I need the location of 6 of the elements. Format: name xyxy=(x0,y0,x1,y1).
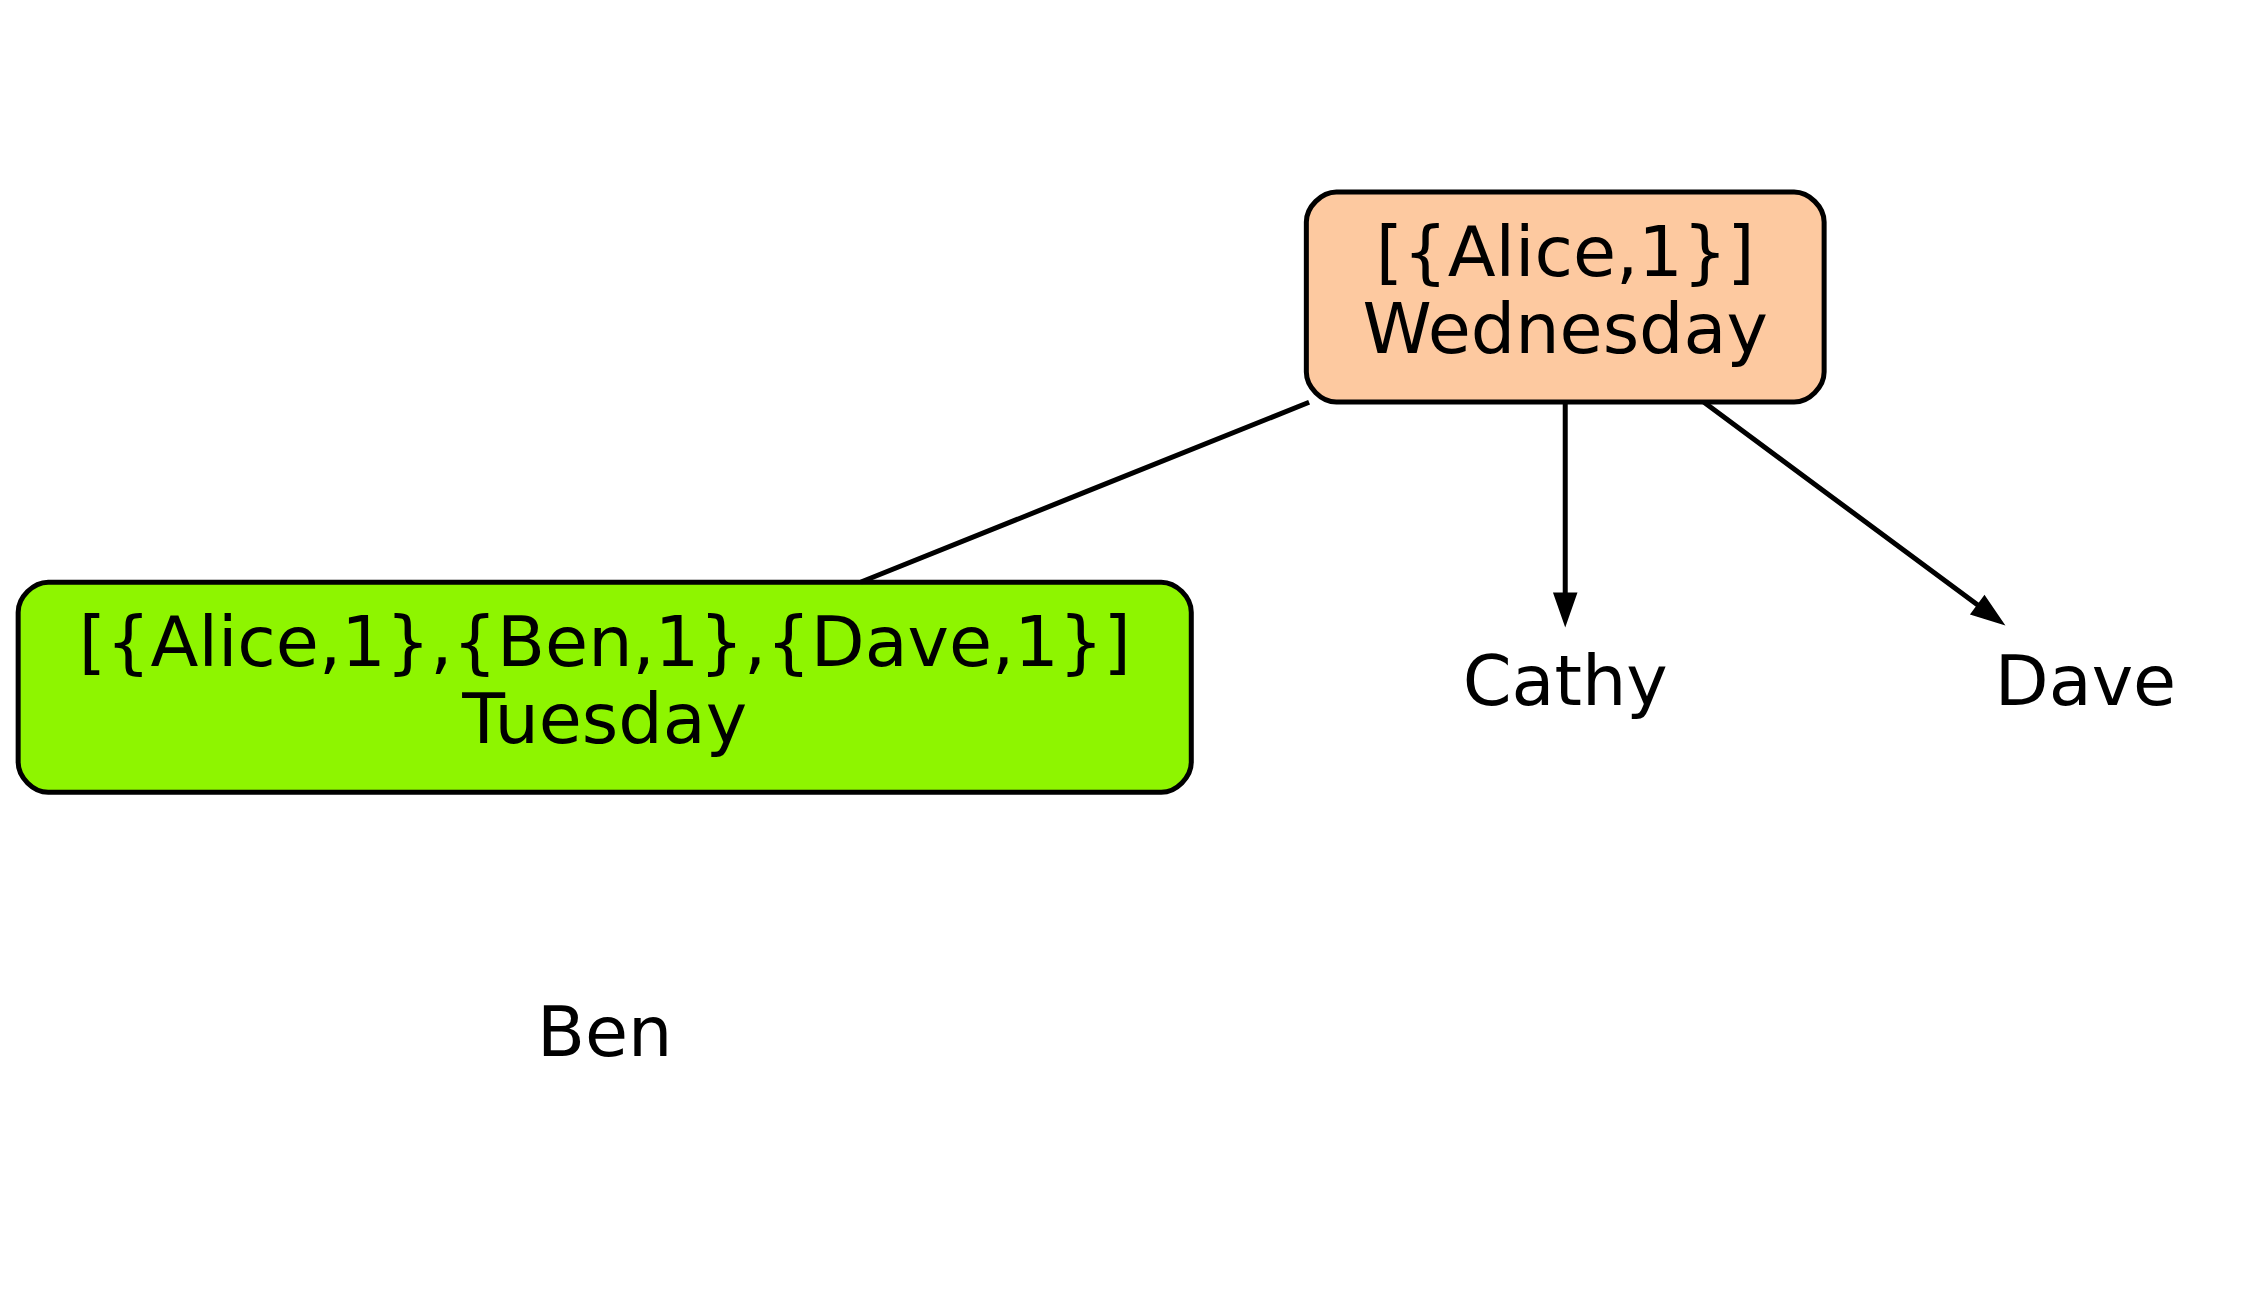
node-text: Dave xyxy=(1994,639,2177,722)
label: Ben xyxy=(536,990,673,1073)
node-box: [{Alice,1}] Wednesday xyxy=(1303,189,1827,405)
node-text: Cathy xyxy=(1462,639,1668,722)
node-box: [{Alice,1},{Ben,1},{Dave,1}] Tuesday xyxy=(15,579,1194,795)
arrow xyxy=(1552,402,1578,628)
